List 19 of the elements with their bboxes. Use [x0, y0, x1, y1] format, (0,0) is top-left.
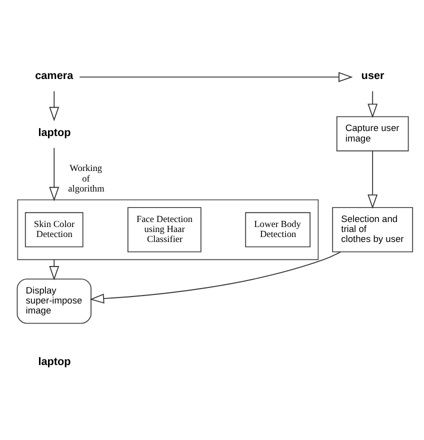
node-box: Selection and trial of clothes by user	[332, 207, 414, 252]
arrow	[49, 147, 60, 202]
arrow	[368, 150, 378, 209]
node-box: Skin Color Detection	[24, 212, 84, 248]
arrow	[90, 251, 341, 304]
node-text: laptop	[38, 126, 71, 139]
arrow	[49, 90, 60, 122]
node-box: Display super-impose image	[16, 278, 92, 324]
arrow	[49, 259, 60, 280]
node-box: Face Detection using Haar Classifier	[127, 207, 202, 252]
node-text: camera	[35, 70, 74, 82]
node-box: Capture user image	[336, 116, 409, 152]
node-text: user	[361, 70, 384, 82]
arrow	[79, 72, 353, 82]
node-text: laptop	[38, 356, 71, 368]
arrow	[368, 90, 378, 118]
cluster	[17, 199, 319, 260]
edge-label: Working of algorithm	[68, 164, 104, 194]
node-box: Lower Body Detection	[245, 212, 311, 248]
